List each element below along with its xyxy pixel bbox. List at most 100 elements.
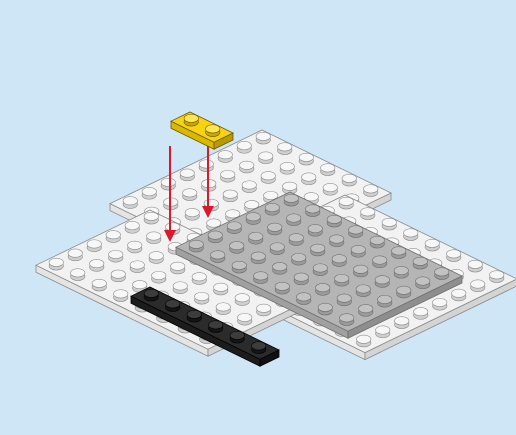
stud [123,197,137,205]
stud [68,249,82,257]
stud [425,239,439,247]
stud [106,231,120,239]
stud [335,274,349,282]
stud [468,260,482,268]
stud [207,219,221,227]
stud [199,160,213,168]
stud [452,289,466,297]
stud [114,290,128,298]
stud [330,235,344,243]
stud [111,270,125,278]
stud [195,292,209,300]
stud [394,266,408,274]
stud [230,331,244,339]
stud [302,173,316,181]
stud [416,277,430,285]
stud [395,317,409,325]
stud [357,335,371,343]
stud [318,303,332,311]
stud [264,191,278,199]
stud [342,174,356,182]
stud [382,218,396,226]
stud [251,252,265,260]
stud [206,125,220,133]
stud [397,286,411,294]
stud [265,203,279,211]
stud [323,183,337,191]
stud [378,295,392,303]
stud [144,212,158,220]
stud [130,261,144,269]
stud [211,251,225,259]
stud [87,240,101,248]
stud [173,282,187,290]
stud [327,215,341,223]
stud [321,164,335,172]
stud [227,222,241,230]
yellow-plate [171,112,233,149]
stud [280,162,294,170]
stud [354,265,368,273]
stud [283,182,297,190]
stud [256,132,270,140]
stud [133,280,147,288]
stud [375,276,389,284]
stud [92,279,106,287]
stud [223,190,237,198]
stud [249,232,263,240]
stud [216,303,230,311]
stud [273,262,287,270]
stud [332,255,346,263]
stud [184,114,198,122]
stud [435,268,449,276]
stud [433,298,447,306]
stud [261,172,275,180]
stud [226,210,240,218]
stud [490,271,504,279]
stud [221,170,235,178]
stud [152,271,166,279]
stud [306,205,320,213]
stud [275,282,289,290]
stud [259,152,273,160]
stud [289,234,303,242]
stud [254,272,268,280]
stud [349,226,363,234]
stud [237,141,251,149]
stud [161,178,175,186]
stud [364,185,378,193]
stud [308,224,322,232]
stud [109,250,123,258]
stud [257,304,271,312]
stud [238,313,252,321]
stud [292,253,306,261]
stud [414,307,428,315]
stud [337,294,351,302]
stud [142,187,156,195]
stud [149,252,163,260]
stud [192,273,206,281]
stud [268,223,282,231]
stud [128,241,142,249]
stud [447,250,461,258]
stud [245,200,259,208]
stud [183,189,197,197]
stud [340,314,354,322]
stud [311,244,325,252]
stud [147,232,161,240]
stud [171,262,185,270]
stud [299,153,313,161]
stud [230,241,244,249]
stud [373,256,387,264]
stud [125,221,139,229]
stud [278,143,292,151]
stud [297,293,311,301]
stud [252,342,266,350]
stud [232,261,246,269]
stud [218,151,232,159]
stud [246,213,260,221]
stud [90,259,104,267]
stud [166,223,180,231]
